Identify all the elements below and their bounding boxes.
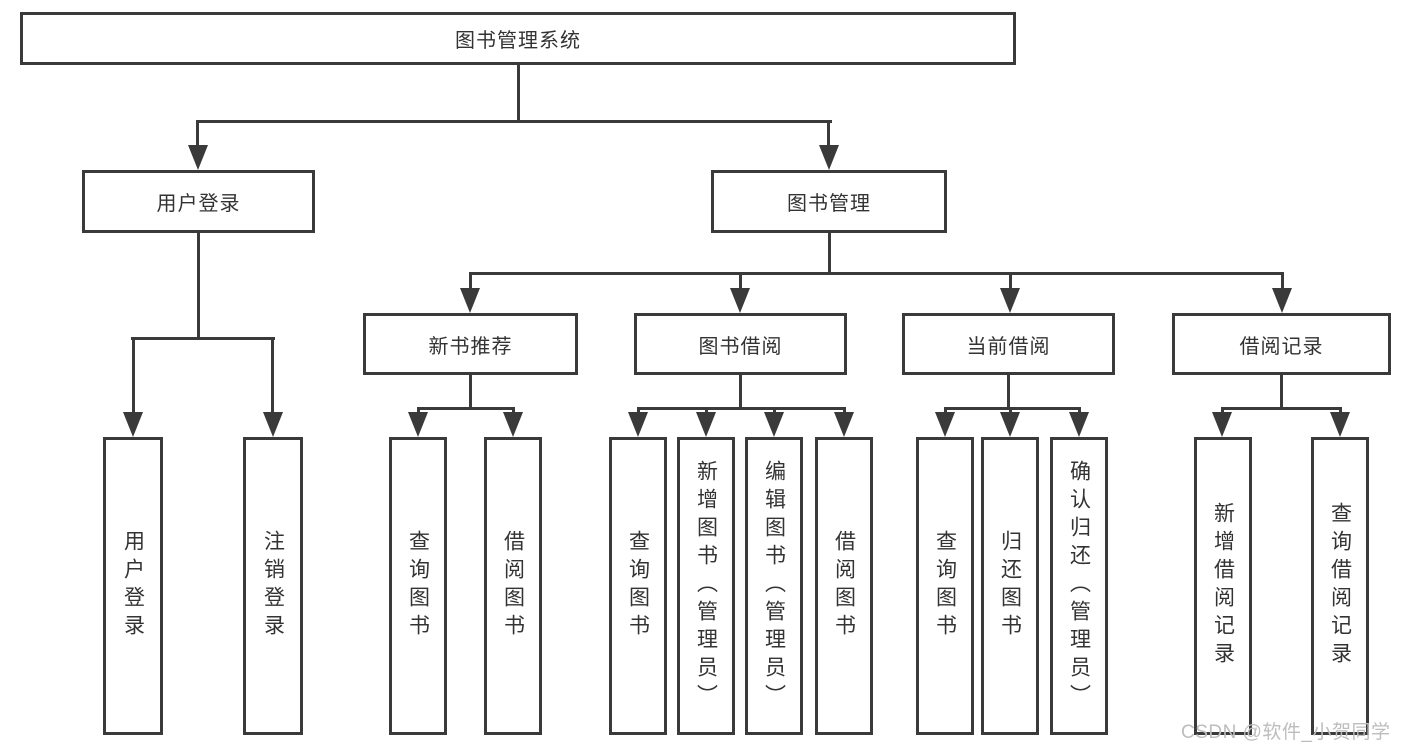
arrowhead-down-icon — [1212, 412, 1232, 437]
arrowhead-down-icon — [503, 412, 523, 437]
node-current-borrow: 当前借阅 — [902, 313, 1115, 375]
connector-line — [1221, 407, 1224, 415]
node-leaf-cb-query-books: 查询图书 — [916, 437, 974, 735]
connector-line — [417, 407, 515, 410]
connector-line — [512, 407, 515, 415]
connector-line — [1221, 407, 1342, 410]
connector-line — [944, 407, 947, 415]
node-leaf-user-login-label: 用户登录 — [121, 530, 145, 642]
node-leaf-bb-query-books-label: 查询图书 — [626, 530, 650, 642]
node-borrow-record: 借阅记录 — [1172, 313, 1391, 375]
arrowhead-down-icon — [1069, 412, 1089, 437]
arrowhead-down-icon — [935, 412, 955, 437]
connector-line — [1280, 375, 1283, 409]
connector-line — [197, 233, 200, 339]
node-book-borrow-label: 图书借阅 — [698, 335, 783, 358]
node-leaf-bb-edit-books: 编辑图书（管理员） — [745, 437, 803, 735]
connector-line — [944, 407, 1081, 410]
connector-line — [469, 272, 1284, 275]
node-leaf-logout-label: 注销登录 — [261, 530, 285, 642]
node-leaf-cb-confirm-return: 确认归还（管理员） — [1050, 437, 1108, 735]
node-new-book-recommend: 新书推荐 — [363, 313, 578, 375]
arrowhead-down-icon — [1000, 412, 1020, 437]
node-leaf-bb-query-books: 查询图书 — [609, 437, 667, 735]
arrowhead-down-icon — [764, 412, 784, 437]
node-book-management: 图书管理 — [711, 170, 947, 233]
arrowhead-down-icon — [263, 412, 283, 437]
connector-line — [417, 407, 420, 415]
node-leaf-br-add-record: 新增借阅记录 — [1194, 437, 1252, 735]
node-leaf-user-login: 用户登录 — [103, 437, 163, 735]
node-root-label: 图书管理系统 — [455, 30, 581, 52]
node-leaf-bb-add-books: 新增图书（管理员） — [677, 437, 735, 735]
node-new-book-recommend-label: 新书推荐 — [428, 335, 513, 358]
arrowhead-down-icon — [730, 288, 750, 313]
node-leaf-nbr-borrow-books: 借阅图书 — [484, 437, 542, 735]
node-leaf-nbr-query-books-label: 查询图书 — [406, 530, 430, 642]
arrowhead-down-icon — [1000, 288, 1020, 313]
arrowhead-down-icon — [1330, 412, 1350, 437]
node-user-login-label: 用户登录 — [156, 193, 241, 215]
node-leaf-bb-borrow-books: 借阅图书 — [815, 437, 873, 735]
connector-line — [1339, 407, 1342, 415]
connector-line — [517, 65, 520, 120]
arrowhead-down-icon — [188, 145, 208, 170]
connector-line — [1281, 272, 1284, 290]
arrowhead-down-icon — [123, 412, 143, 437]
node-leaf-nbr-query-books: 查询图书 — [389, 437, 447, 735]
connector-line — [843, 407, 846, 415]
node-leaf-cb-return-books: 归还图书 — [981, 437, 1039, 735]
node-leaf-cb-confirm-return-label: 确认归还（管理员） — [1067, 460, 1091, 712]
connector-line — [637, 407, 846, 410]
node-root: 图书管理系统 — [20, 12, 1016, 65]
node-leaf-bb-borrow-books-label: 借阅图书 — [832, 530, 856, 642]
arrowhead-down-icon — [696, 412, 716, 437]
connector-line — [469, 272, 472, 290]
node-book-borrow: 图书借阅 — [634, 313, 847, 375]
node-leaf-cb-query-books-label: 查询图书 — [933, 530, 957, 642]
connector-line — [1078, 407, 1081, 415]
connector-line — [705, 407, 708, 415]
node-leaf-logout: 注销登录 — [243, 437, 303, 735]
connector-line — [1007, 375, 1010, 409]
node-leaf-nbr-borrow-books-label: 借阅图书 — [501, 530, 525, 642]
connector-line — [1009, 272, 1012, 290]
arrowhead-down-icon — [819, 145, 839, 170]
connector-line — [469, 375, 472, 409]
node-leaf-br-query-record: 查询借阅记录 — [1311, 437, 1369, 735]
connector-line — [773, 407, 776, 415]
connector-line — [132, 337, 135, 415]
node-book-management-label: 图书管理 — [787, 193, 871, 215]
connector-line — [828, 233, 831, 274]
node-user-login: 用户登录 — [82, 170, 315, 233]
node-leaf-cb-return-books-label: 归还图书 — [998, 530, 1022, 642]
arrowhead-down-icon — [1272, 288, 1292, 313]
arrowhead-down-icon — [408, 412, 428, 437]
node-leaf-bb-add-books-label: 新增图书（管理员） — [694, 460, 718, 712]
connector-line — [739, 375, 742, 409]
node-leaf-bb-edit-books-label: 编辑图书（管理员） — [762, 460, 786, 712]
connector-line — [1009, 407, 1012, 415]
node-leaf-br-query-record-label: 查询借阅记录 — [1328, 502, 1352, 670]
connector-line — [637, 407, 640, 415]
connector-line — [131, 337, 275, 340]
arrowhead-down-icon — [628, 412, 648, 437]
connector-line — [196, 120, 832, 123]
connector-line — [739, 272, 742, 290]
node-leaf-br-add-record-label: 新增借阅记录 — [1211, 502, 1235, 670]
arrowhead-down-icon — [460, 288, 480, 313]
watermark: CSDN @软件_小贺同学 — [1181, 722, 1391, 743]
node-borrow-record-label: 借阅记录 — [1239, 335, 1324, 358]
connector-line — [196, 120, 199, 148]
connector-line — [827, 120, 830, 148]
node-current-borrow-label: 当前借阅 — [966, 335, 1051, 358]
connector-line — [271, 337, 274, 415]
arrowhead-down-icon — [834, 412, 854, 437]
